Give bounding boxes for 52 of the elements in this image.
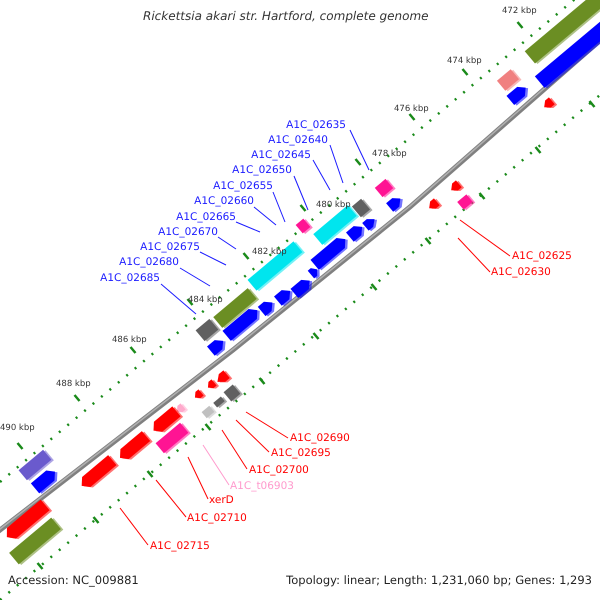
kbp-label: 486 kbp	[112, 334, 147, 346]
gene-label: A1C_02635	[286, 119, 346, 131]
leader-line	[180, 268, 210, 286]
leader-line	[236, 222, 260, 232]
map-title: Rickettsia akari str. Hartford, complete genome	[143, 10, 429, 22]
kbp-label: 476 kbp	[394, 103, 429, 115]
gene-label: A1C_02630	[491, 266, 551, 278]
gene-label: A1C_02665	[176, 211, 236, 223]
leader-line	[312, 160, 330, 190]
leader-line	[156, 480, 186, 518]
kbp-label: 484 kbp	[188, 294, 223, 306]
leader-line	[272, 192, 286, 222]
gene-label: A1C_02625	[512, 250, 572, 262]
gene-label: A1C_02645	[251, 149, 311, 161]
gene-label: A1C_02670	[158, 226, 218, 238]
gene-label: xerD	[209, 494, 234, 506]
leader-line	[254, 206, 276, 226]
gene-label: A1C_02640	[268, 134, 328, 146]
gene-label: A1C_02655	[213, 180, 273, 192]
gene-label: A1C_02700	[249, 464, 309, 476]
kbp-label: 474 kbp	[447, 55, 482, 67]
leader-line	[202, 444, 230, 486]
accession-text: Accession: NC_009881	[8, 574, 139, 586]
gene-label: A1C_02710	[187, 512, 247, 524]
kbp-label: 480 kbp	[316, 199, 351, 211]
leader-line	[222, 430, 248, 470]
leader-line	[200, 252, 226, 266]
gene-label: A1C_02690	[290, 432, 350, 444]
gene-label: A1C_t06903	[230, 480, 294, 492]
gene-label: A1C_02660	[194, 195, 254, 207]
genome-summary-text: Topology: linear; Length: 1,231,060 bp; Genes: 1,293	[286, 574, 592, 586]
leader-line	[236, 420, 270, 452]
leader-line	[458, 238, 490, 272]
gene-label: A1C_02680	[119, 256, 179, 268]
leader-line	[294, 176, 308, 210]
leader-line	[246, 412, 288, 438]
kbp-label: 478 kbp	[372, 148, 407, 160]
leader-line	[350, 130, 370, 170]
gene-label: A1C_02695	[271, 447, 331, 459]
gene-label: A1C_02675	[140, 241, 200, 253]
leader-line	[218, 236, 236, 250]
kbp-label: 490 kbp	[0, 422, 35, 434]
leader-line	[160, 284, 196, 314]
gene-label: A1C_02715	[150, 540, 210, 552]
leader-line	[120, 508, 148, 546]
gene-label: A1C_02685	[100, 272, 160, 284]
kbp-label: 472 kbp	[502, 5, 537, 17]
leader-line	[330, 144, 344, 184]
gene-label: A1C_02650	[232, 164, 292, 176]
leader-line	[188, 456, 208, 500]
kbp-label: 488 kbp	[56, 378, 91, 390]
leader-line	[460, 220, 510, 256]
